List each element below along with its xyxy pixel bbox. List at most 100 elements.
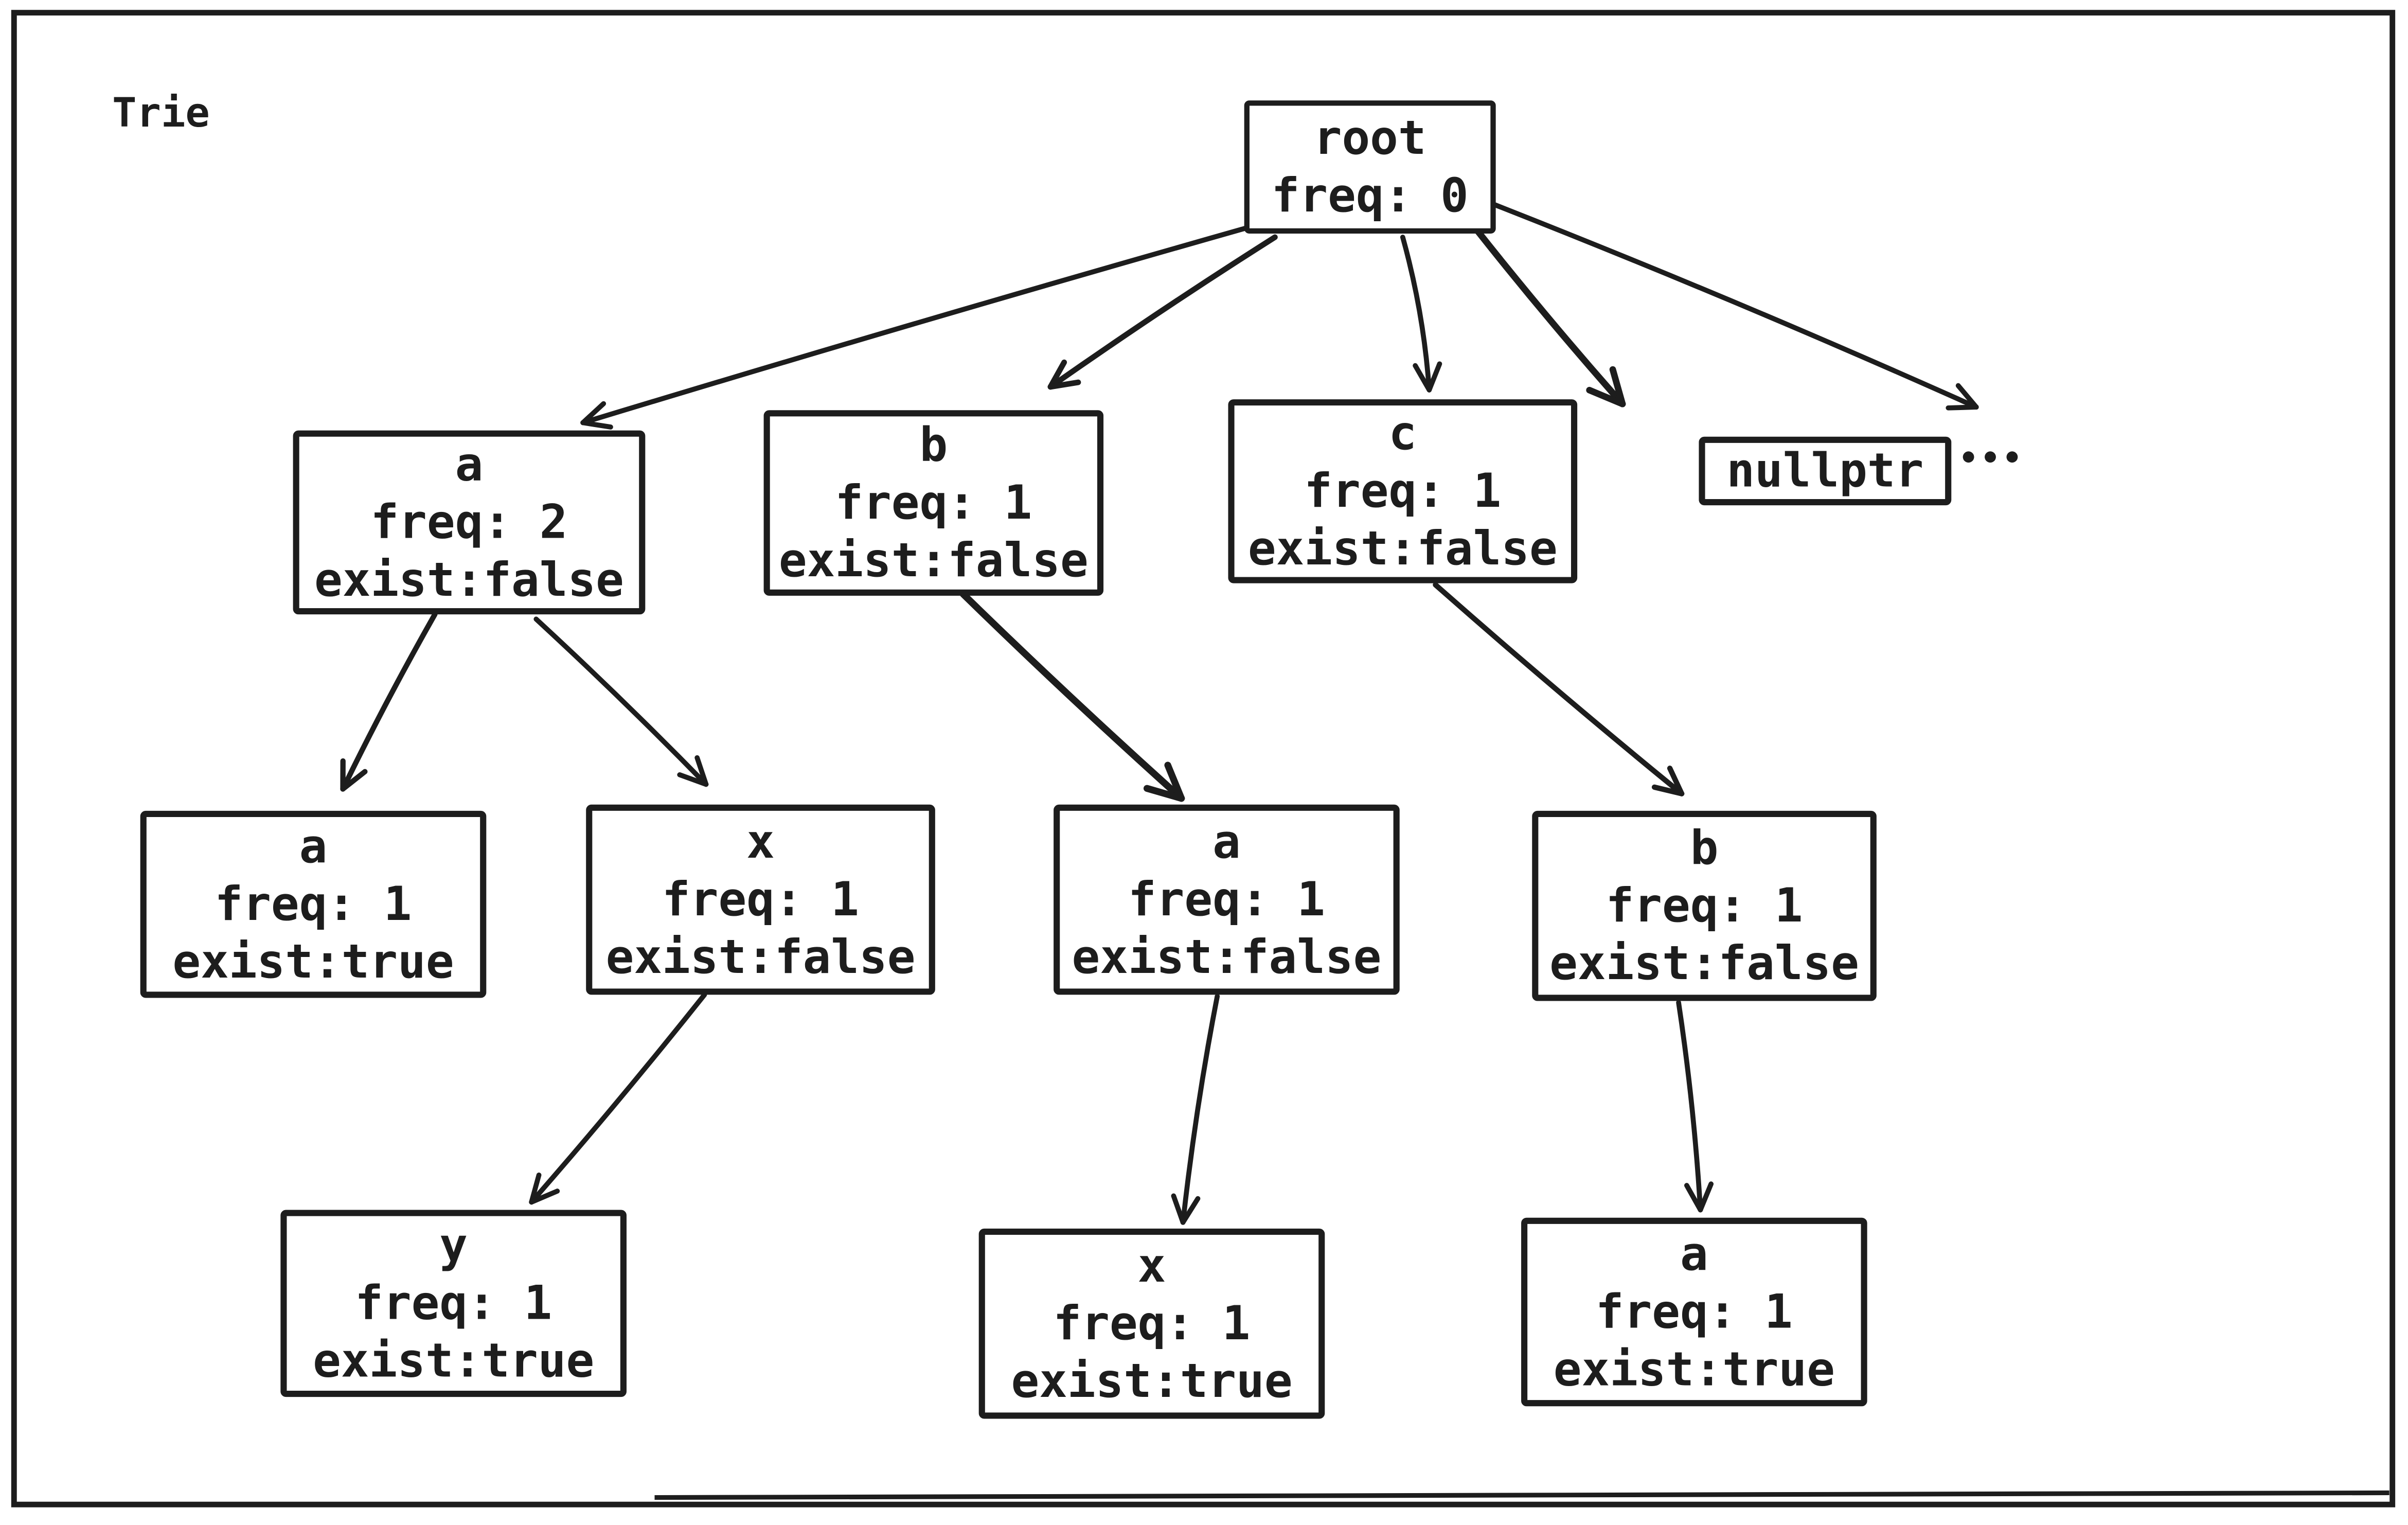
arrow-head [1171,1193,1186,1225]
node-box [978,1228,1325,1419]
node-box [1532,810,1877,1001]
node-box [1228,399,1578,583]
node-label-line: freq: 1 [662,873,859,927]
arrow-a-to-x [533,616,709,787]
node-label-line: freq: 1 [1596,1285,1793,1339]
node-label-line: exist:false [314,553,624,607]
arrow-b-to-a2 [1676,1000,1714,1213]
node-label-line: a [1680,1227,1708,1281]
arrow-head [1698,1181,1714,1213]
node-label-line: exist:true [172,935,454,989]
node-label-line: freq: 1 [1128,873,1325,927]
arrow-head [1047,359,1067,390]
node-label-line: exist:false [1072,930,1382,984]
node-box [1699,436,1952,506]
node-label-line: b [1690,821,1719,875]
arrow-head [1164,761,1185,802]
arrow-root-to-a [580,225,1250,430]
arrow-head [529,1189,560,1205]
arrow-root-to-c [1400,235,1442,393]
node-label-line: root [1314,111,1426,165]
arrow-a-to-x2 [1171,994,1220,1225]
node-box [280,1210,627,1397]
arrow-head [1651,784,1685,796]
node-label-line: y [439,1219,468,1273]
arrow-shaft [340,612,438,792]
arrow-head [1047,379,1081,390]
node-box [1521,1217,1867,1407]
more-children-ellipsis [1963,451,2018,463]
arrow-b-to-a [959,591,1185,802]
arrow-root-to-b [1047,234,1278,390]
node-label-line: freq: 1 [1606,879,1803,933]
node-label-line: c [1388,406,1417,460]
ellipsis-dot [2006,451,2018,463]
node-label-line: a [299,820,328,874]
outer-frame-retrace-line [654,1490,2389,1500]
arrow-shaft [529,992,707,1205]
arrow-head [1946,404,1979,411]
arrow-head [1180,1196,1201,1225]
arrow-shaft [959,591,1185,802]
node-label-line: x [746,815,775,869]
arrow-x-to-y [529,992,707,1205]
arrow-shaft [1047,234,1278,390]
arrow-head [529,1172,542,1205]
node-label-line: freq: 1 [355,1276,552,1331]
node-label-line: freq: 1 [1304,464,1501,518]
arrow-shaft [580,225,1250,425]
node-box [293,430,646,615]
arrow-root-to-nullptr [1474,227,1626,407]
ellipsis-dot [1963,451,1974,463]
node-box [140,810,487,998]
arrow-shaft [1180,994,1220,1225]
arrow-head [694,755,709,787]
node-box [1244,100,1496,234]
arrow-root-to-more [1487,200,1979,411]
arrow-shaft [1487,200,1979,410]
arrow-head [1684,1183,1703,1213]
arrow-head [1586,386,1626,407]
node-label-line: freq: 0 [1272,169,1469,223]
node-label-line: freq: 1 [835,476,1032,530]
arrow-head [1667,766,1685,796]
arrow-shaft [1400,235,1432,393]
node-label-line: a [455,438,484,492]
node-label-line: b [919,418,948,472]
arrow-head [677,772,709,787]
arrow-head [1413,363,1432,393]
node-nullptr: nullptr [1699,436,1952,506]
node-label-line: freq: 1 [215,877,412,931]
edges-layer [340,200,1979,1225]
node-label-line: exist:true [313,1334,594,1388]
arrow-head [1143,785,1185,802]
arrow-shaft [1433,582,1685,796]
node-label-line: exist:false [1549,936,1859,990]
arrow-head [580,401,607,425]
arrow-head [340,769,368,792]
arrow-head [1609,366,1626,407]
arrow-c-to-b [1433,582,1685,796]
node-label-line: freq: 2 [370,495,567,549]
node-label-line: exist:false [779,534,1089,588]
ellipsis-dot [1985,451,1996,463]
node-label-line: exist:true [1011,1354,1292,1408]
node-box [1054,804,1400,995]
arrow-head [580,420,613,430]
node-label-line: freq: 1 [1054,1297,1251,1351]
arrow-shaft [1676,1000,1703,1213]
arrow-shaft [533,616,709,787]
